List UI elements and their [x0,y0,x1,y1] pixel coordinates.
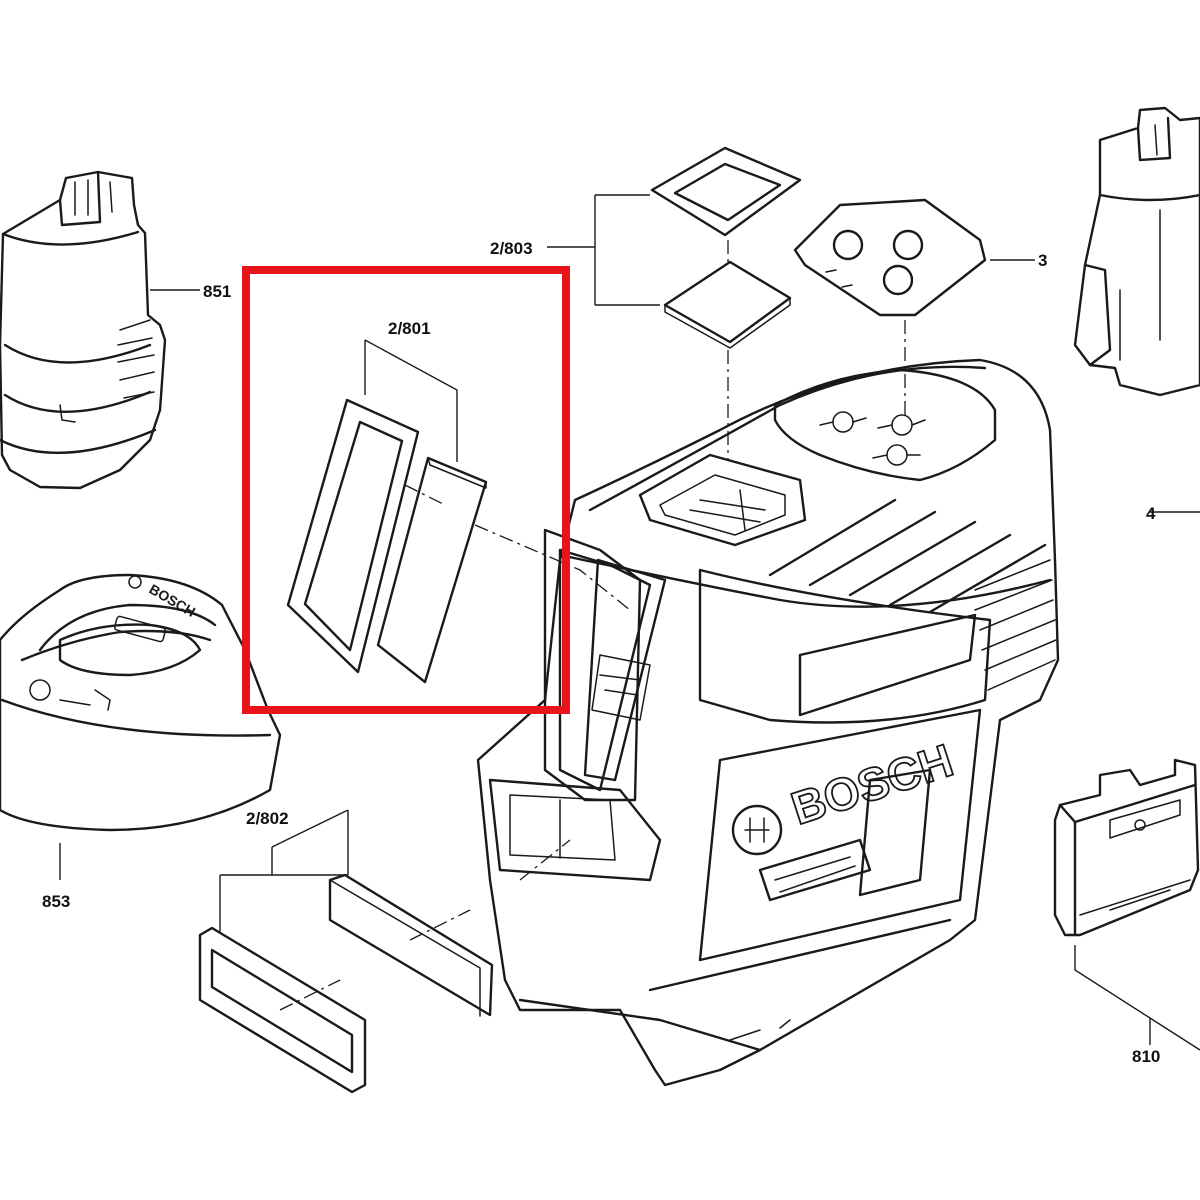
label-851: 851 [203,282,231,301]
highlight-box [242,266,570,714]
label-853: 853 [42,892,70,911]
axis-lower-window [279,839,571,1011]
lower-window-glass-part[interactable] [328,873,494,1017]
label-3: 3 [1038,251,1047,270]
leader-2-802-top [271,809,349,848]
battery-pack-part[interactable] [0,170,167,490]
axis-front-window [404,484,631,611]
laser-level-housing[interactable]: BOSCH [476,358,1060,1087]
top-plate-part[interactable] [793,198,987,317]
label-810: 810 [1132,1047,1160,1066]
lower-window-gasket-part[interactable] [198,926,367,1094]
leader-810-ext [1149,1017,1200,1051]
top-window-gasket-part[interactable] [650,146,802,237]
label-2-801: 2/801 [388,319,431,338]
charger-part[interactable]: BOSCH [0,573,282,832]
leader-810 [1074,945,1151,1045]
leader-2-802 [219,810,349,932]
label-2-802: 2/802 [246,809,289,828]
leader-2-801 [364,339,458,462]
housing-cover-part[interactable] [1073,106,1200,397]
top-window-glass-part[interactable] [663,260,792,349]
leader-2-803 [547,194,660,306]
front-window-glass-part[interactable] [376,456,488,684]
front-window-gasket-part[interactable] [286,398,420,674]
battery-door-part[interactable] [1053,758,1200,937]
label-2-803: 2/803 [490,239,533,258]
label-4: 4 [1146,504,1156,523]
